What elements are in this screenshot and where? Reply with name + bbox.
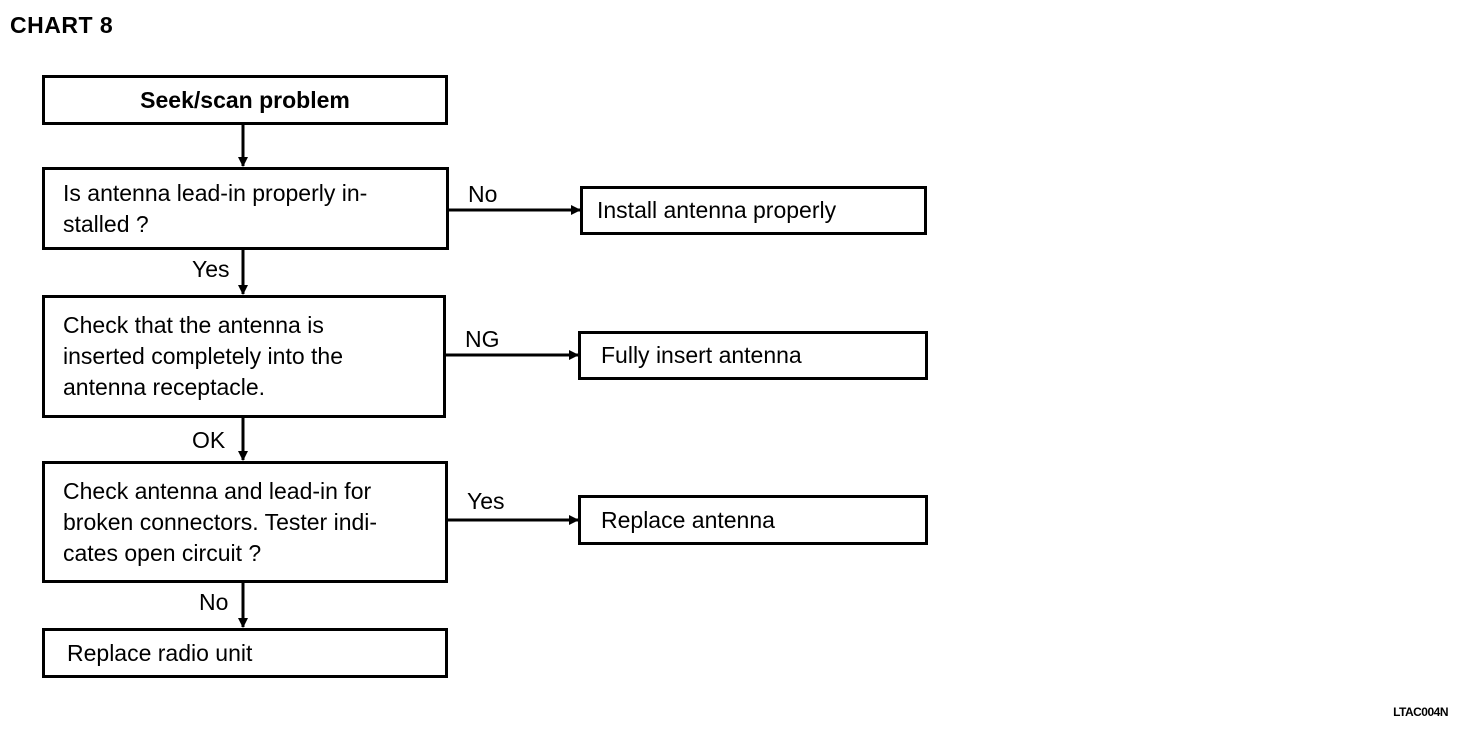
question-line: broken connectors. Tester indi- <box>63 508 378 535</box>
question-box-broken-connectors: Check antenna and lead-in for broken con… <box>42 461 448 583</box>
action-box-text: Install antenna properly <box>597 197 837 223</box>
page-title: CHART 8 <box>10 12 114 38</box>
action-box-insert-antenna: Fully insert antenna <box>578 331 928 380</box>
action-box-install-antenna: Install antenna properly <box>580 186 927 235</box>
action-box-replace-antenna: Replace antenna <box>578 495 928 545</box>
question-line: cates open circuit ? <box>63 539 262 566</box>
start-box-text: Seek/scan problem <box>140 86 350 113</box>
check-box-antenna-inserted: Check that the antenna is inserted compl… <box>42 295 446 418</box>
question-box-antenna-lead-in: Is antenna lead-in properly in- stalled … <box>42 167 449 250</box>
edge-label-yes: Yes <box>467 488 505 514</box>
edge-label-no: No <box>468 181 498 207</box>
end-box-text: Replace radio unit <box>67 639 253 666</box>
question-line: stalled ? <box>63 210 149 237</box>
edge-label-ok: OK <box>192 427 226 453</box>
check-line: inserted completely into the <box>63 343 343 369</box>
check-line: Check that the antenna is <box>63 312 324 338</box>
action-box-text: Fully insert antenna <box>601 342 802 368</box>
question-line: Check antenna and lead-in for <box>63 477 372 504</box>
edge-label-yes: Yes <box>192 256 230 282</box>
edge-label-no: No <box>199 589 229 615</box>
action-box-text: Replace antenna <box>601 506 775 533</box>
edge-label-ng: NG <box>465 326 500 352</box>
reference-code: LTAC004N <box>1393 705 1448 719</box>
check-line: antenna receptacle. <box>63 374 266 400</box>
question-line: Is antenna lead-in properly in- <box>63 179 368 206</box>
start-box: Seek/scan problem <box>42 75 448 125</box>
end-box-replace-radio: Replace radio unit <box>42 628 448 678</box>
